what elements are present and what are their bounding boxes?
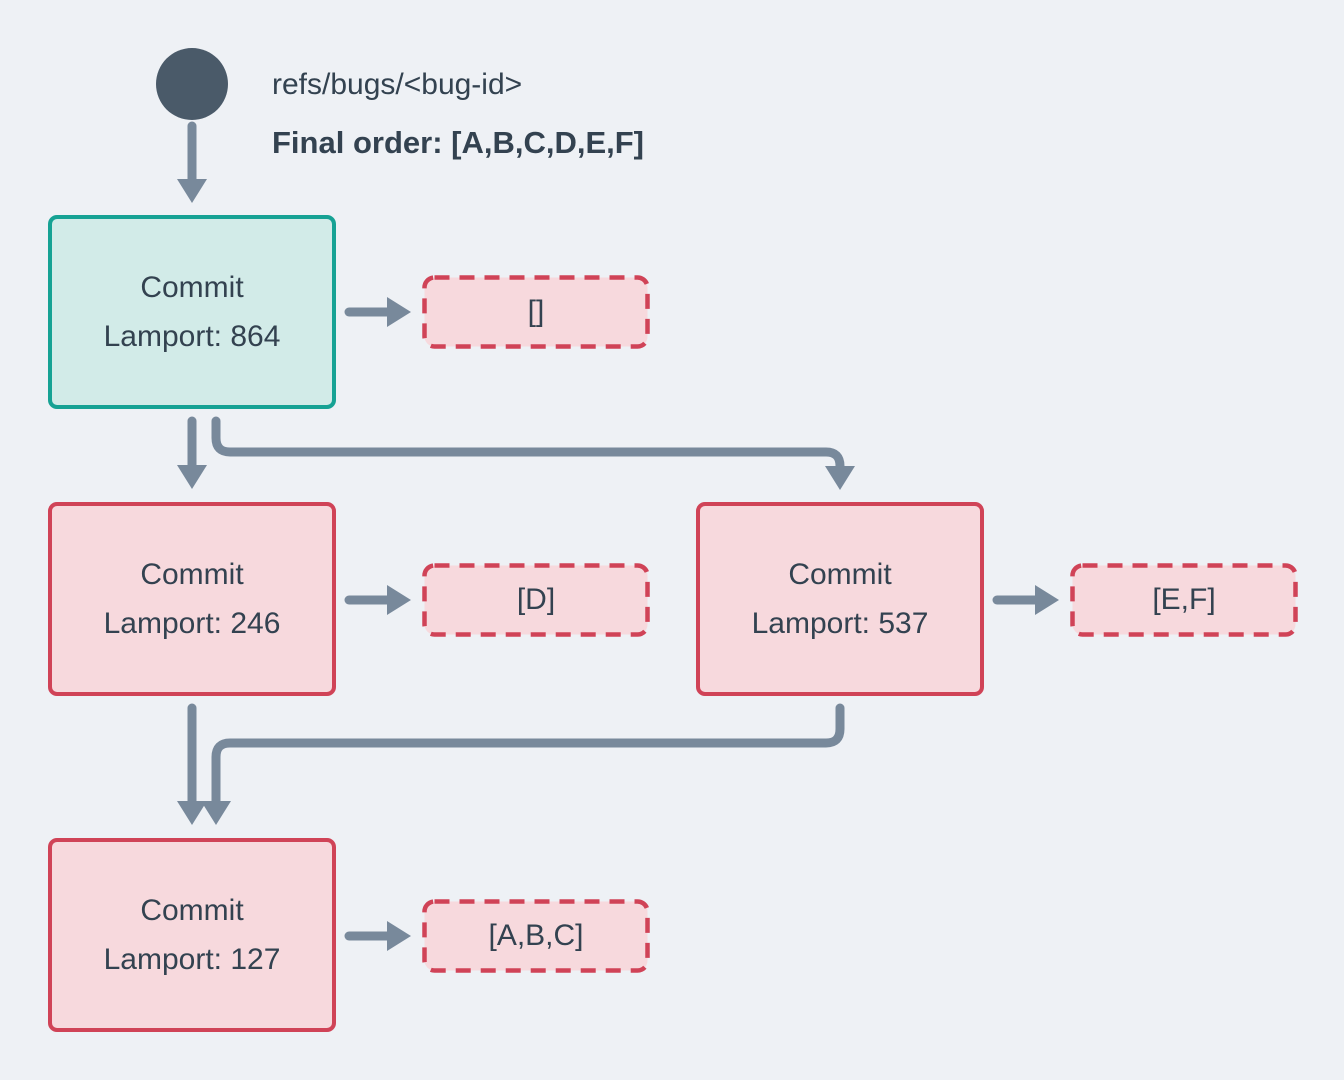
- commit-title: Commit: [140, 894, 244, 927]
- dashed-border: [422, 275, 650, 349]
- payload-label: [E,F]: [1152, 583, 1216, 616]
- commit-node-246: Commit Lamport: 246: [48, 502, 336, 696]
- commit-node-537: Commit Lamport: 537: [696, 502, 984, 696]
- payload-label: [A,B,C]: [488, 919, 584, 952]
- ref-name-label: refs/bugs/<bug-id>: [272, 68, 523, 101]
- payload-box-246: [D]: [422, 563, 650, 637]
- commit-title: Commit: [140, 558, 244, 591]
- commit-lamport: Lamport: 537: [751, 607, 929, 640]
- final-order-label: Final order: [A,B,C,D,E,F]: [272, 125, 644, 160]
- ref-head-dot: [156, 48, 228, 120]
- payload-box-864: []: [422, 275, 650, 349]
- dashed-border: [1070, 563, 1298, 637]
- commit-lamport: Lamport: 864: [103, 320, 281, 353]
- commit-title: Commit: [140, 271, 244, 304]
- commit-node-127: Commit Lamport: 127: [48, 838, 336, 1032]
- payload-box-127: [A,B,C]: [422, 899, 650, 973]
- dashed-border: [422, 563, 650, 637]
- edge-864-to-537: [211, 416, 855, 490]
- commit-lamport: Lamport: 246: [103, 607, 281, 640]
- edge-537-to-127: [201, 703, 845, 825]
- commit-title: Commit: [788, 558, 892, 591]
- payload-label: [D]: [516, 583, 556, 616]
- commit-lamport: Lamport: 127: [103, 943, 281, 976]
- dashed-border: [422, 899, 650, 973]
- payload-box-537: [E,F]: [1070, 563, 1298, 637]
- payload-label: []: [527, 295, 545, 328]
- commit-node-864: Commit Lamport: 864: [48, 215, 336, 409]
